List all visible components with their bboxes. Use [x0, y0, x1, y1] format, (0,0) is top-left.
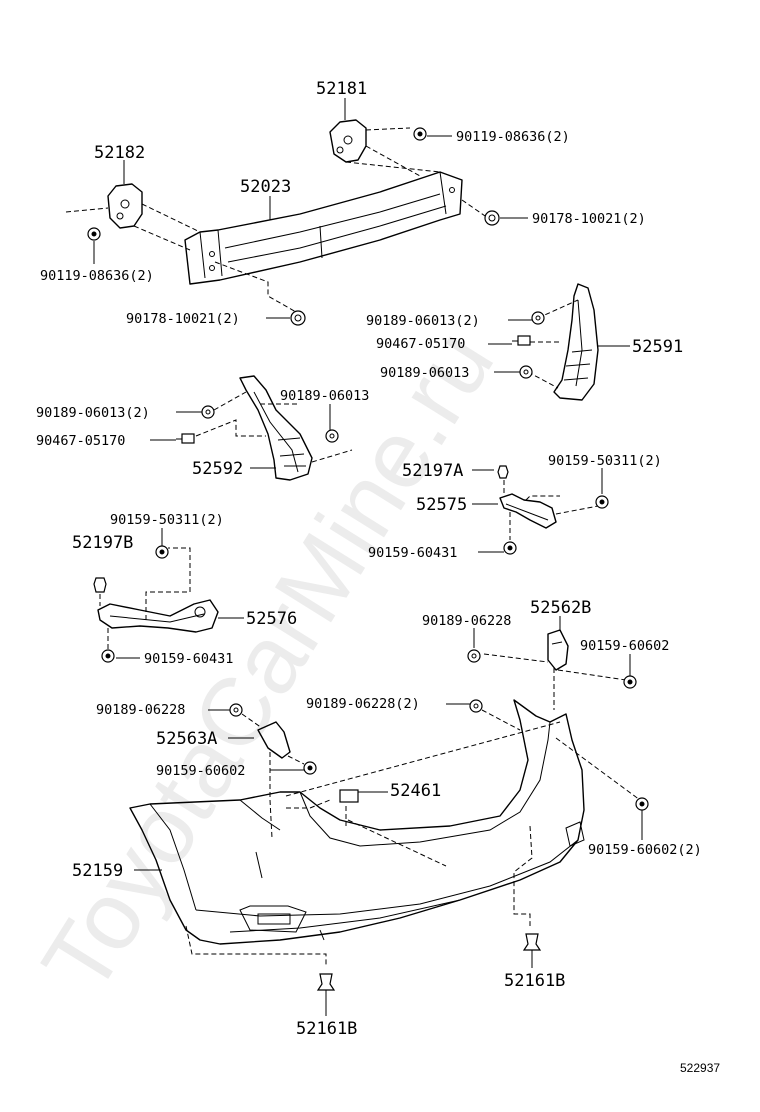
label-90119-08636-right: 90119-08636(2): [456, 129, 570, 145]
label-52461: 52461: [390, 781, 441, 801]
label-90189-06013-a: 90189-06013(2): [366, 313, 480, 329]
label-52576: 52576: [246, 609, 297, 629]
label-90189-06013-b: 90189-06013: [380, 365, 469, 381]
screw-90159-60602-left-icon: [303, 761, 317, 775]
bumper-spacer-52562B: [547, 629, 569, 671]
screw-90467-05170-b-icon: [176, 433, 195, 444]
label-90159-60602-bumper: 90159-60602(2): [588, 842, 702, 858]
label-90159-50311-left: 90159-50311(2): [110, 512, 224, 528]
clip-90189-06228-right-icon: [467, 649, 481, 663]
diagram-code: 522937: [680, 1061, 720, 1075]
rear-bumper-cover-52159: [129, 699, 585, 945]
label-52592: 52592: [192, 459, 243, 479]
bracket-52181: [329, 119, 367, 163]
screw-90159-60431-left-icon: [101, 649, 115, 663]
screw-90159-60602-bumper-icon: [635, 797, 649, 811]
bumper-side-bracket-52591: [553, 283, 599, 401]
clip-90189-06013-b-icon: [519, 365, 533, 379]
label-52197A: 52197A: [402, 461, 463, 481]
clip-90189-06013-a-icon: [531, 311, 545, 325]
label-52563A: 52563A: [156, 729, 217, 749]
screw-90159-50311-right-icon: [595, 495, 609, 509]
bumper-reinforcement-52023: [184, 171, 463, 285]
screw-90467-05170-a-icon: [512, 335, 531, 346]
label-52181: 52181: [316, 79, 367, 99]
label-90189-06013-d: 90189-06013: [280, 388, 369, 404]
bumper-spacer-52563A: [257, 721, 291, 759]
clip-90189-06228-center-icon: [469, 699, 483, 713]
screw-90159-60602-right-icon: [623, 675, 637, 689]
label-52182: 52182: [94, 143, 145, 163]
label-90119-08636-left: 90119-08636(2): [40, 268, 154, 284]
label-90159-60431-right: 90159-60431: [368, 545, 457, 561]
label-52591: 52591: [632, 337, 683, 357]
label-52159: 52159: [72, 861, 123, 881]
label-52562B: 52562B: [530, 598, 591, 618]
bumper-retainer-52575: [499, 493, 557, 529]
label-90189-06228-center: 90189-06228(2): [306, 696, 420, 712]
label-90178-10021-left: 90178-10021(2): [126, 311, 240, 327]
screw-90159-60431-right-icon: [503, 541, 517, 555]
label-90189-06228-right: 90189-06228: [422, 613, 511, 629]
clip-90189-06013-c-icon: [201, 405, 215, 419]
label-90467-05170-b: 90467-05170: [36, 433, 125, 449]
bumper-retainer-52576: [97, 599, 219, 633]
pin-52197B-icon: [93, 577, 107, 593]
label-90159-60602-left: 90159-60602: [156, 763, 245, 779]
fastener-52161B-right-icon: [522, 933, 542, 958]
pin-52197A-icon: [497, 465, 509, 479]
label-90178-10021-right: 90178-10021(2): [532, 211, 646, 227]
label-90159-50311-right: 90159-50311(2): [548, 453, 662, 469]
label-52161B-left: 52161B: [296, 1019, 357, 1039]
screw-90159-50311-left-icon: [155, 545, 169, 559]
reflector-52461: [339, 789, 359, 803]
bumper-side-bracket-52592: [239, 375, 313, 481]
label-52023: 52023: [240, 177, 291, 197]
label-52161B-right: 52161B: [504, 971, 565, 991]
label-90189-06013-c: 90189-06013(2): [36, 405, 150, 421]
bolt-90119-right-icon: [413, 127, 427, 141]
label-52197B: 52197B: [72, 533, 133, 553]
nut-90178-right-icon: [484, 210, 500, 226]
clip-90189-06013-d-icon: [325, 429, 339, 443]
label-52575: 52575: [416, 495, 467, 515]
bolt-90119-left-icon: [87, 227, 101, 241]
label-90467-05170-a: 90467-05170: [376, 336, 465, 352]
label-90159-60602-right: 90159-60602: [580, 638, 669, 654]
label-90159-60431-left: 90159-60431: [144, 651, 233, 667]
clip-90189-06228-left-icon: [229, 703, 243, 717]
fastener-52161B-left-icon: [316, 973, 336, 998]
nut-90178-left-icon: [290, 310, 306, 326]
label-90189-06228-left: 90189-06228: [96, 702, 185, 718]
bracket-52182: [107, 183, 143, 229]
